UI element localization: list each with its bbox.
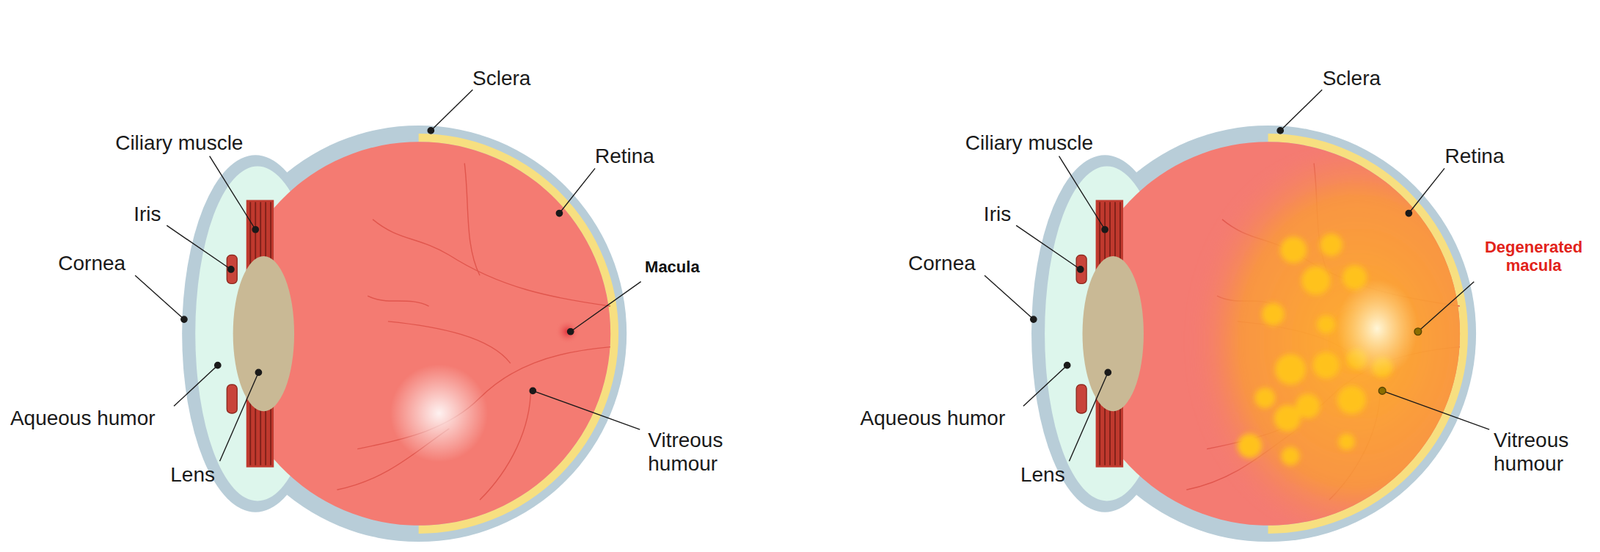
- part-label: Retina: [594, 144, 655, 168]
- optic-disc: [390, 363, 488, 462]
- part-label: Sclera: [472, 66, 531, 91]
- part-label: Lens: [170, 462, 215, 487]
- part-label: Sclera: [1322, 66, 1381, 91]
- leader-lines: [134, 89, 1490, 461]
- part-label: Ciliary muscle: [965, 131, 1094, 155]
- part-label: Iris: [133, 202, 161, 226]
- part-label: Ciliary muscle: [115, 131, 243, 155]
- degeneration: [1188, 153, 1495, 531]
- part-label: Aqueous humor: [860, 406, 1006, 430]
- part-label: Cornea: [908, 251, 976, 276]
- part-label: Aqueous humor: [10, 406, 156, 430]
- macula-spot: [555, 319, 580, 344]
- part-label: Cornea: [57, 251, 126, 276]
- part-label: Macula: [644, 258, 700, 277]
- part-label: Degenerated macula: [1478, 237, 1589, 276]
- part-label: Vitreous humour: [1493, 428, 1597, 476]
- part-label: Iris: [983, 202, 1011, 226]
- part-label: Lens: [1020, 462, 1066, 487]
- part-label: Retina: [1445, 144, 1505, 168]
- part-label: Vitreous humour: [647, 428, 751, 476]
